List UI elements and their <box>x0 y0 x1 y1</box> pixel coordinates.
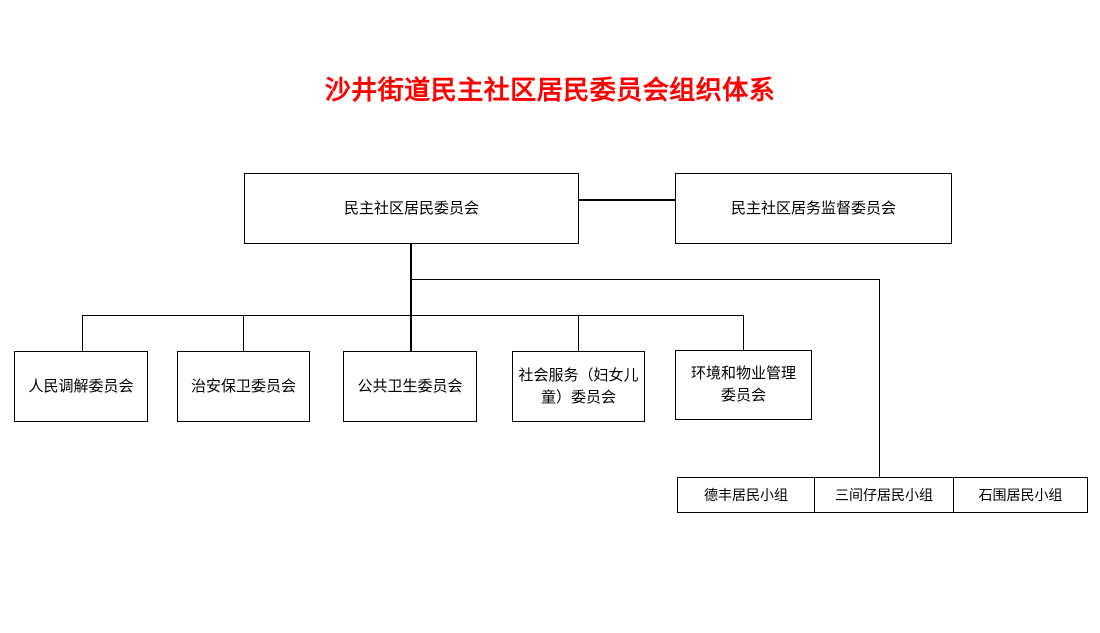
node-group-sanjianzai: 三间仔居民小组 <box>814 478 953 512</box>
connector-root-to-supervisory <box>579 199 675 201</box>
node-group-defeng: 德丰居民小组 <box>678 478 814 512</box>
node-committee-mediation: 人民调解委员会 <box>14 351 148 422</box>
node-committee-security-label: 治安保卫委员会 <box>190 376 296 395</box>
node-supervisory-committee-label: 民主社区居务监督委员会 <box>730 198 896 217</box>
node-committee-mediation-label: 人民调解委员会 <box>28 376 134 395</box>
node-committee-environment-property-label: 环境和物业管理委员会 <box>690 364 796 404</box>
node-committee-social-services: 社会服务（妇女儿童）委员会 <box>512 351 645 422</box>
connector-drop-committee-1 <box>81 314 83 352</box>
node-residents-committee-label: 民主社区居民委员会 <box>343 198 479 217</box>
node-supervisory-committee: 民主社区居务监督委员会 <box>675 173 952 244</box>
connector-drop-committee-5 <box>742 314 744 352</box>
connector-drop-committee-4 <box>577 314 579 352</box>
node-committee-environment-property: 环境和物业管理委员会 <box>675 350 812 420</box>
connector-root-trunk <box>410 244 412 351</box>
node-residents-committee: 民主社区居民委员会 <box>244 173 579 244</box>
page-title: 沙井街道民主社区居民委员会组织体系 <box>324 76 776 106</box>
node-group-shiwei-label: 石围居民小组 <box>978 488 1063 504</box>
node-group-sanjianzai-label: 三间仔居民小组 <box>835 488 933 504</box>
node-committee-social-services-label: 社会服务（妇女儿童）委员会 <box>518 365 639 406</box>
node-group-shiwei: 石围居民小组 <box>953 478 1087 512</box>
resident-groups-row: 德丰居民小组 三间仔居民小组 石围居民小组 <box>677 477 1088 513</box>
node-group-defeng-label: 德丰居民小组 <box>704 488 788 504</box>
node-committee-security: 治安保卫委员会 <box>177 351 310 422</box>
node-committee-public-health-label: 公共卫生委员会 <box>357 376 463 395</box>
connector-committee-bus <box>81 314 744 316</box>
connector-branch-vertical <box>878 278 880 478</box>
connector-drop-committee-2 <box>242 314 244 352</box>
node-committee-public-health: 公共卫生委员会 <box>343 351 477 422</box>
connector-branch-horizontal <box>410 278 880 280</box>
